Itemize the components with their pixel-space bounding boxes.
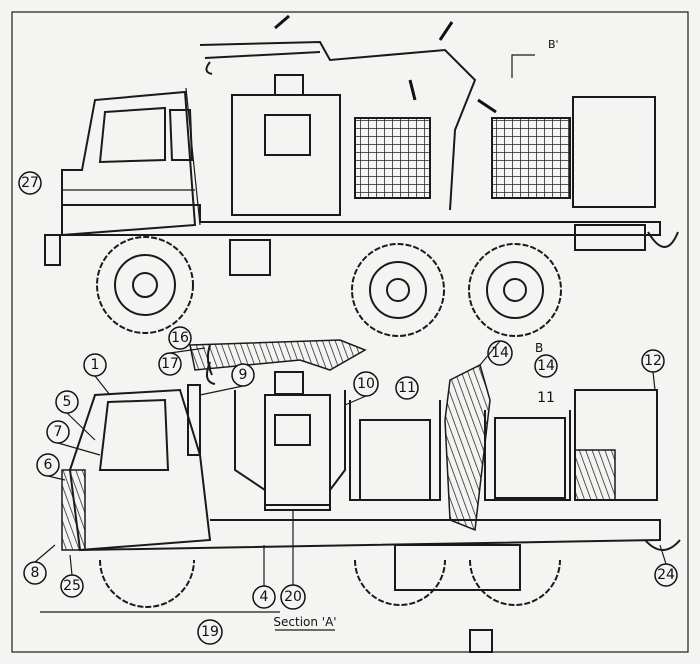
wheel-rear: [468, 243, 562, 337]
wheel-front: [96, 236, 194, 334]
section-marker-bottom: B: [535, 341, 543, 355]
motion-arrows: [274, 14, 497, 114]
callouts: 27 16 17 14 14 1 12 5 9 10 11 11 7 6 8 2…: [18, 171, 678, 645]
callout-8: 8: [23, 561, 47, 585]
svg-text:7: 7: [54, 424, 63, 440]
svg-text:6: 6: [44, 457, 53, 473]
callout-25: 25: [60, 574, 84, 598]
callout-16: 16: [168, 326, 192, 350]
section-marker-top: B': [548, 38, 559, 51]
callout-14: 14: [487, 340, 513, 366]
svg-text:14: 14: [537, 358, 555, 374]
leader-lines: [34, 340, 667, 586]
callout-1: 1: [83, 353, 107, 377]
wheel-middle: [351, 243, 445, 337]
svg-text:5: 5: [63, 394, 72, 410]
svg-text:8: 8: [31, 565, 40, 581]
drawing-border: [11, 11, 689, 653]
callout-19: 19: [197, 619, 223, 645]
callout-20: 20: [280, 584, 306, 610]
svg-text:1: 1: [91, 357, 100, 373]
callout-10: 10: [353, 371, 379, 397]
svg-text:17: 17: [161, 356, 179, 372]
callout-11b: 11: [537, 390, 555, 406]
svg-text:11: 11: [537, 390, 555, 406]
svg-text:16: 16: [171, 330, 189, 346]
svg-text:11: 11: [398, 380, 416, 396]
svg-text:10: 10: [357, 376, 375, 392]
svg-text:20: 20: [284, 589, 302, 605]
callout-12: 12: [641, 349, 665, 373]
callout-24: 24: [654, 563, 678, 587]
callout-27: 27: [18, 171, 42, 195]
callout-4: 4: [252, 585, 276, 609]
svg-text:12: 12: [644, 353, 662, 369]
svg-text:9: 9: [239, 367, 248, 383]
callout-7: 7: [46, 420, 70, 444]
callout-11: 11: [395, 376, 419, 400]
callout-17: 17: [158, 352, 182, 376]
section-title: Section 'A': [273, 615, 336, 629]
section-view: [40, 339, 681, 653]
section-line-top: [511, 54, 535, 78]
svg-text:14: 14: [491, 345, 509, 361]
svg-text:25: 25: [63, 578, 81, 594]
side-elevation-view: [44, 14, 679, 337]
svg-text:27: 27: [21, 175, 39, 191]
svg-text:19: 19: [201, 624, 219, 640]
callout-6: 6: [36, 453, 60, 477]
svg-text:4: 4: [260, 589, 269, 605]
callout-9: 9: [231, 363, 255, 387]
svg-text:24: 24: [657, 567, 675, 583]
callout-5: 5: [55, 390, 79, 414]
callout-14b: 14: [534, 354, 558, 378]
